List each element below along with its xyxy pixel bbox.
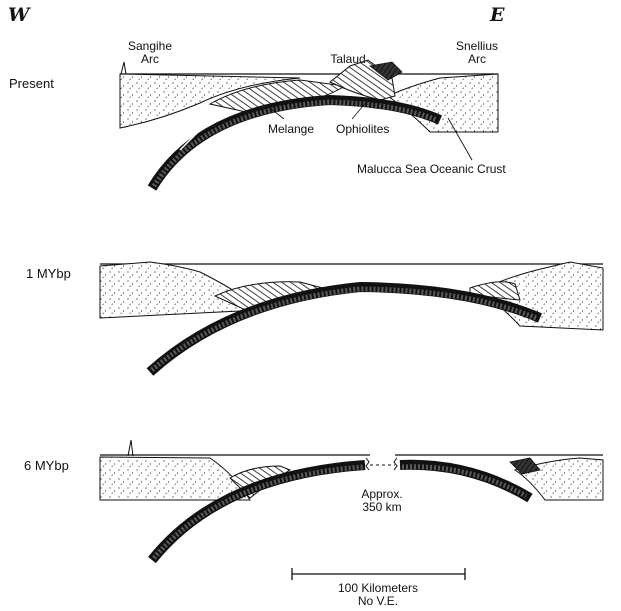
snellius-line2: Arc [442,53,512,66]
gap-distance-label: Approx. 350 km [352,488,412,514]
west-arc-body-6myr [100,457,250,500]
scale-bar-label: 100 Kilometers No V.E. [318,582,438,608]
stage-present-label: Present [9,76,54,91]
snellius-arc-body [388,74,498,132]
section-1myr [100,262,603,372]
scale-bar [292,568,465,580]
snellius-arc-label: Snellius Arc [442,40,512,66]
melange-label: Melange [268,123,314,136]
gap-break-marks [366,458,397,470]
stage-6myr-label: 6 MYbp [24,458,69,473]
ophiolites-label: Ophiolites [336,123,389,136]
slab-east-6myr [400,465,530,498]
talaud-label: Talaud [318,53,378,66]
stage-1myr-label: 1 MYbp [26,266,71,281]
east-label: E [490,4,504,26]
malucca-crust-label: Malucca Sea Oceanic Crust [357,163,506,176]
sangihe-arc-label: Sangihe Arc [120,40,180,66]
gap-line2: 350 km [352,501,412,514]
west-volcano-6myr [128,440,133,456]
sangihe-line2: Arc [120,53,180,66]
west-label: W [8,4,29,26]
scale-note: No V.E. [318,595,438,608]
